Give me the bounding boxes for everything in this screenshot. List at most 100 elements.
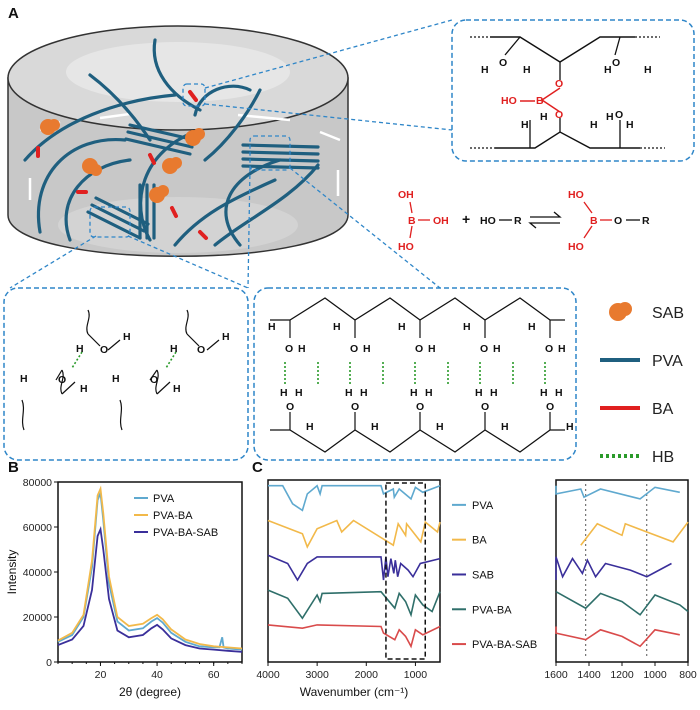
atom-h: H bbox=[398, 321, 406, 333]
panel-label-a: A bbox=[8, 5, 19, 22]
atom-o: O bbox=[480, 343, 488, 355]
product-o: O bbox=[614, 215, 622, 227]
series-line-pva-ba bbox=[267, 589, 441, 620]
inset-hydrogen-bonds: H O H H O H H O H H O H bbox=[3, 287, 249, 461]
y-tick-label: 60000 bbox=[23, 522, 52, 534]
atom-h: H bbox=[604, 64, 612, 76]
x-tick-label: 4000 bbox=[256, 669, 280, 681]
atom-o: O bbox=[545, 343, 553, 355]
legend-label-pva-ba: PVA-BA bbox=[472, 604, 512, 616]
product-ho-top: HO bbox=[568, 189, 584, 201]
atom-h: H bbox=[555, 387, 563, 399]
atom-o: O bbox=[416, 401, 424, 413]
legend-label-ba: BA bbox=[652, 401, 674, 418]
y-tick-label: 20000 bbox=[23, 612, 52, 624]
atom-h: H bbox=[501, 421, 509, 433]
atom-h: H bbox=[295, 387, 303, 399]
atom-h: H bbox=[268, 321, 276, 333]
atom-h: H bbox=[410, 387, 418, 399]
x-axis-title: Wavenumber (cm⁻¹) bbox=[300, 685, 409, 699]
equilibrium-arrows-icon bbox=[528, 211, 562, 229]
x-tick-label: 40 bbox=[151, 669, 163, 681]
atom-h: H bbox=[493, 343, 501, 355]
atom-o: O bbox=[612, 57, 620, 69]
atom-h: H bbox=[222, 331, 230, 343]
x-tick-label: 1000 bbox=[404, 669, 428, 681]
inset-frame bbox=[555, 479, 689, 663]
atom-h: H bbox=[475, 387, 483, 399]
atom-b: B bbox=[536, 95, 544, 107]
legend-label-pva: PVA bbox=[153, 493, 175, 505]
sab-particles bbox=[40, 119, 205, 203]
product-r: R bbox=[642, 215, 650, 227]
atom-o: O bbox=[351, 401, 359, 413]
series-line-pva-ba bbox=[57, 485, 243, 650]
plot-frame bbox=[267, 479, 441, 663]
atom-o: O bbox=[286, 401, 294, 413]
atom-h: H bbox=[528, 321, 536, 333]
series-line-pva bbox=[57, 489, 243, 651]
atom-h: H bbox=[112, 373, 120, 385]
atom-h: H bbox=[298, 343, 306, 355]
atom-h: H bbox=[606, 111, 614, 123]
panel-label-c: C bbox=[252, 459, 263, 476]
x-tick-label: 3000 bbox=[305, 669, 329, 681]
series-line-ba bbox=[267, 519, 441, 549]
reactant-oh: OH bbox=[398, 189, 414, 201]
atom-h: H bbox=[436, 421, 444, 433]
inset-series-line-pva bbox=[555, 485, 680, 500]
atom-h: H bbox=[558, 343, 566, 355]
legend-label-pva-ba-sab: PVA-BA-SAB bbox=[153, 527, 218, 539]
inset-borate-crosslink: H O H O H O H HO B O H H H H O H bbox=[451, 19, 695, 162]
product-b: B bbox=[590, 215, 598, 227]
atom-h: H bbox=[363, 343, 371, 355]
legend-label-sab: SAB bbox=[652, 305, 684, 322]
atom-h: H bbox=[521, 119, 529, 131]
atom-h: H bbox=[540, 387, 548, 399]
series-line-sab bbox=[267, 554, 441, 582]
inset-x-tick-label: 800 bbox=[679, 669, 697, 681]
atom-o: O bbox=[285, 343, 293, 355]
y-tick-label: 40000 bbox=[23, 567, 52, 579]
panel-label-b: B bbox=[8, 459, 19, 476]
legend-label-pva: PVA bbox=[472, 500, 494, 512]
atom-o: O bbox=[555, 109, 563, 121]
atom-h: H bbox=[123, 331, 131, 343]
atom-o: O bbox=[150, 374, 158, 386]
atom-h: H bbox=[428, 343, 436, 355]
atom-o: O bbox=[546, 401, 554, 413]
x-axis-title: 2θ (degree) bbox=[119, 685, 181, 699]
atom-h: H bbox=[626, 119, 634, 131]
inset-series-line-pva-ba bbox=[555, 591, 689, 616]
atom-h: H bbox=[523, 64, 531, 76]
reactant-oh-right: OH bbox=[433, 215, 449, 227]
atom-h: H bbox=[425, 387, 433, 399]
atom-h: H bbox=[173, 383, 181, 395]
atom-h: H bbox=[371, 421, 379, 433]
series-line-pva-ba-sab bbox=[57, 525, 243, 653]
legend-label-ba: BA bbox=[472, 535, 487, 547]
hydroxyl-ho: HO bbox=[480, 215, 496, 227]
atom-h: H bbox=[80, 383, 88, 395]
atom-h: H bbox=[76, 343, 84, 355]
atom-o: O bbox=[615, 109, 623, 121]
zoom-region-box bbox=[385, 482, 427, 660]
atom-o: O bbox=[555, 78, 563, 90]
atom-o: O bbox=[499, 57, 507, 69]
x-tick-label: 60 bbox=[208, 669, 220, 681]
atom-h: H bbox=[566, 421, 574, 433]
inset-series-line-pva-ba-sab bbox=[555, 626, 680, 648]
y-tick-label: 0 bbox=[46, 657, 52, 669]
legend-label-hb: HB bbox=[652, 449, 674, 466]
zoom-markers bbox=[9, 19, 453, 289]
legend-label-pva-ba-sab: PVA-BA-SAB bbox=[472, 639, 537, 651]
inset-series-line-ba bbox=[580, 521, 689, 546]
atom-h: H bbox=[590, 119, 598, 131]
reaction-equation: OH HO B OH + HO R HO HO B O R bbox=[398, 189, 650, 253]
x-tick-label: 2000 bbox=[355, 669, 379, 681]
